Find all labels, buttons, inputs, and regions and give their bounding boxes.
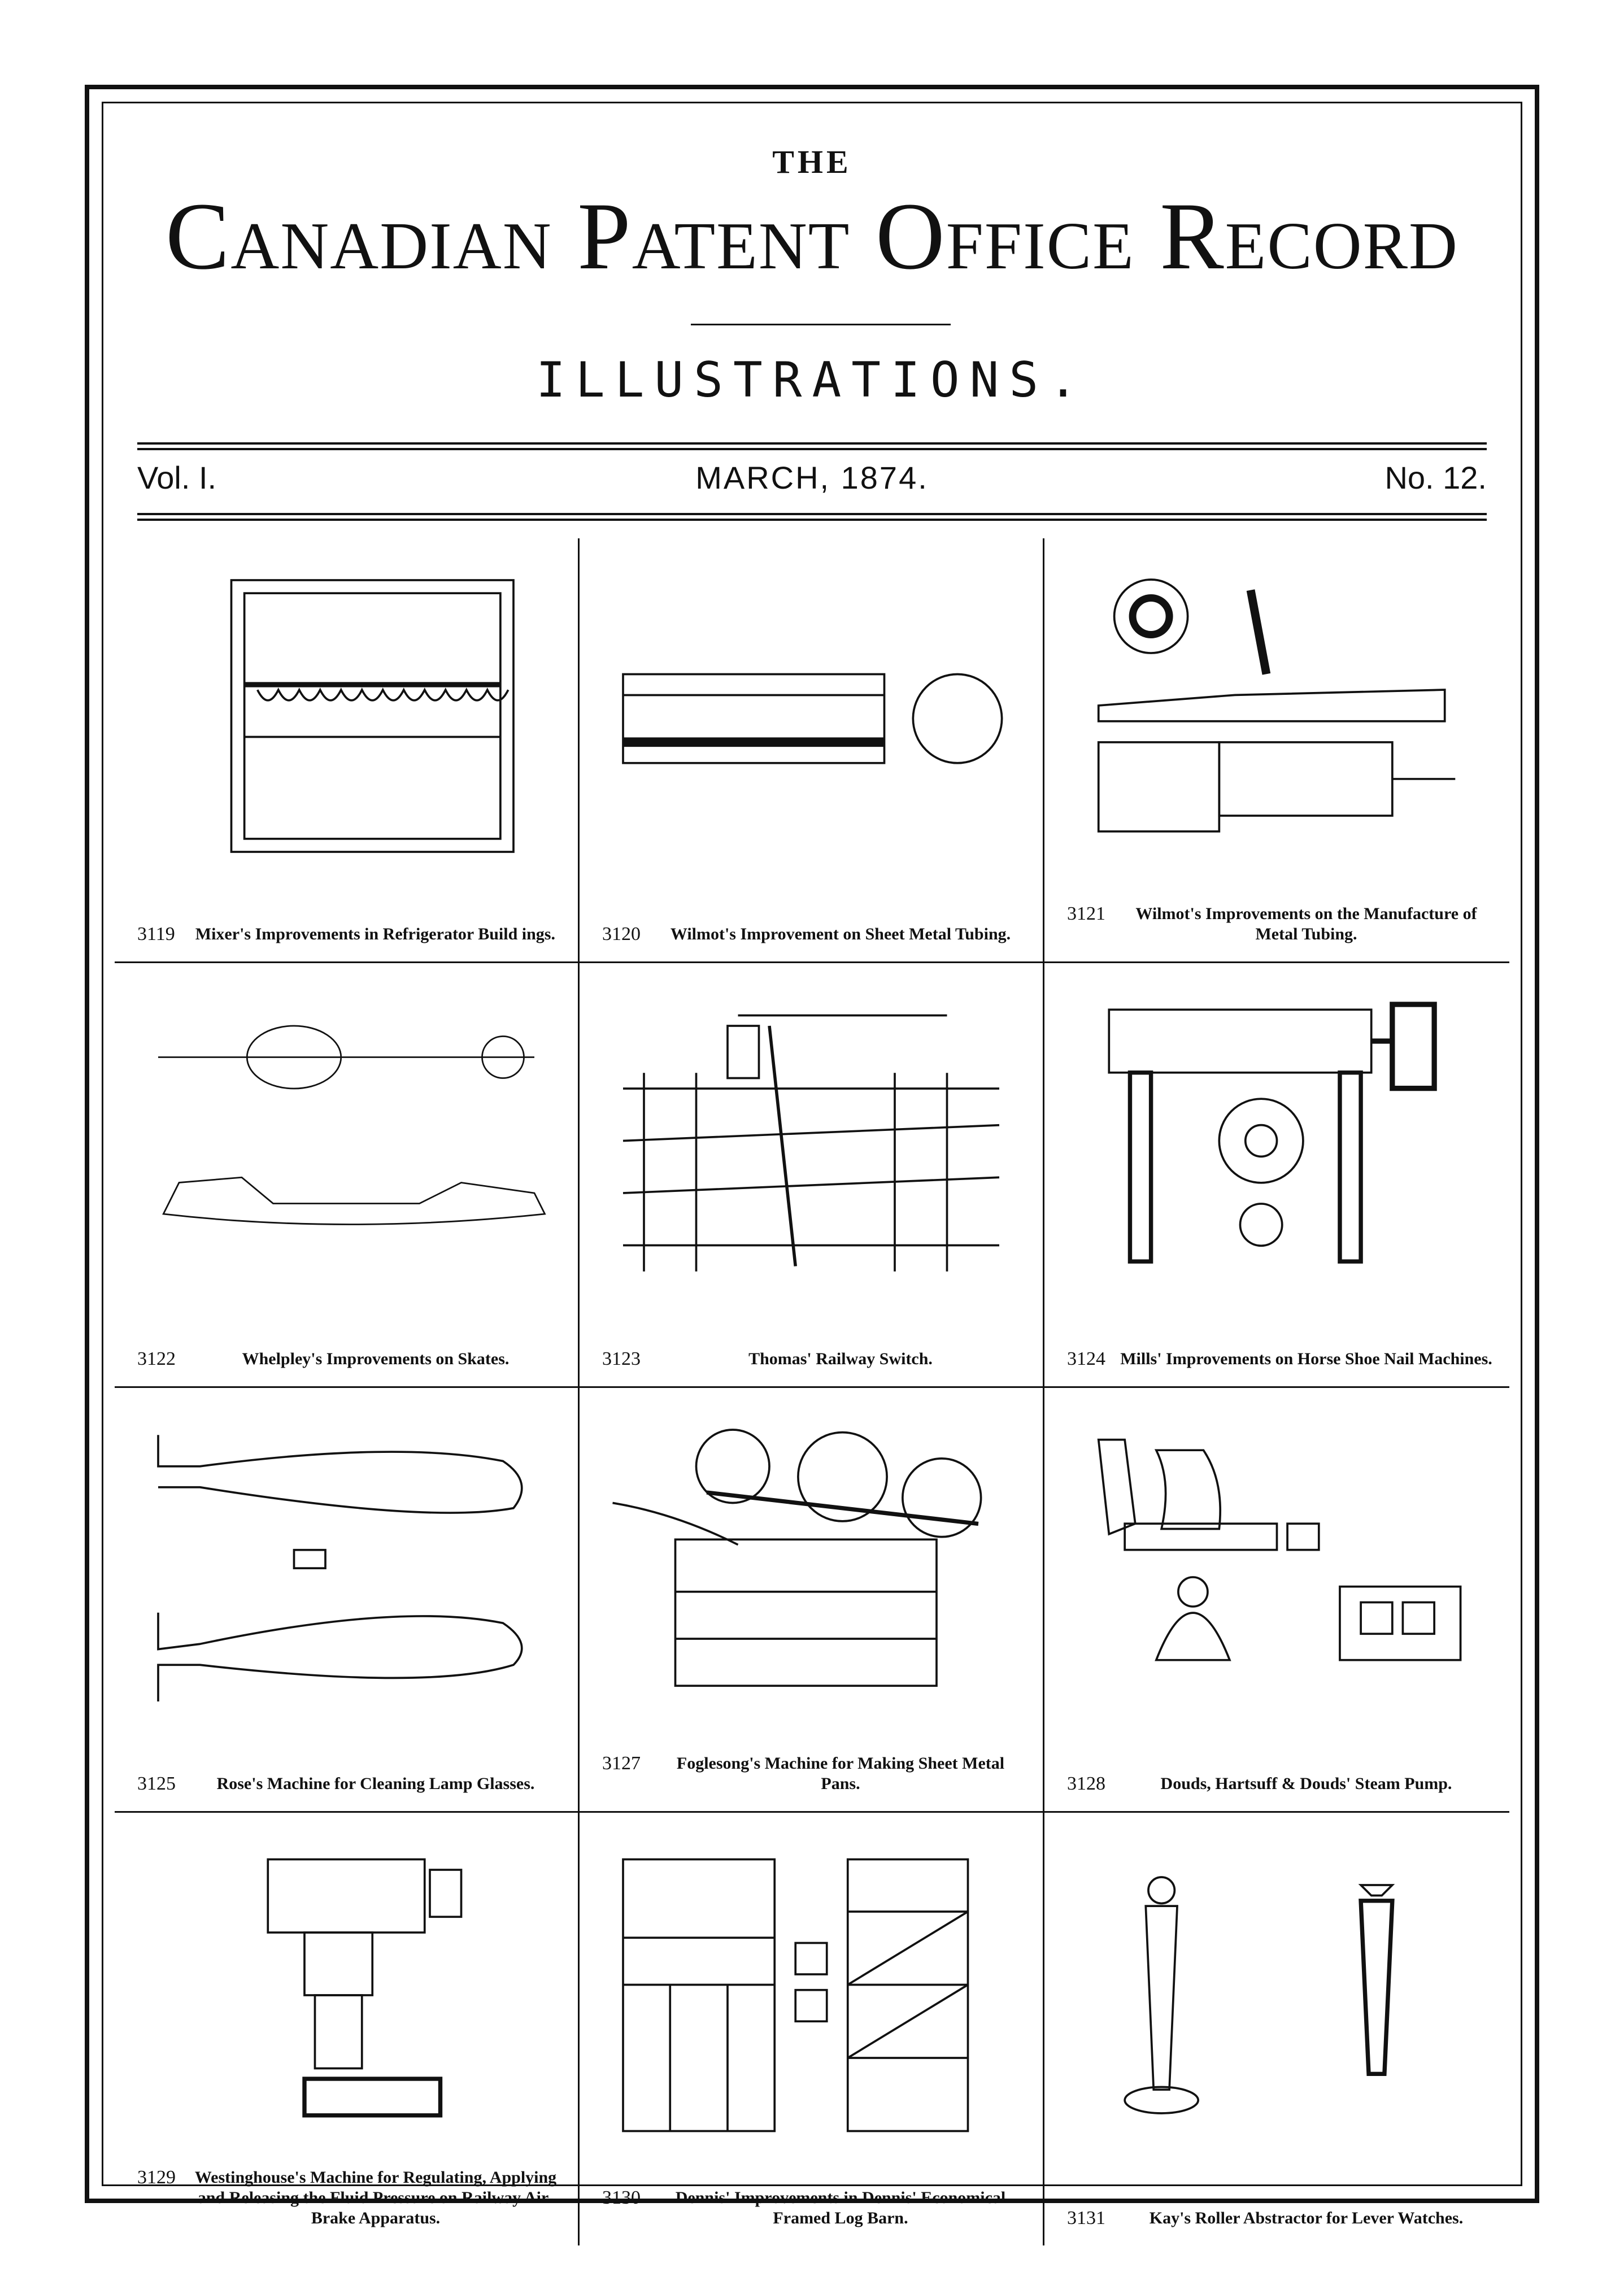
patent-number: 3125 [137,1773,176,1794]
patent-caption: Mixer's Improvements in Refrigerator Bui… [195,925,555,943]
patent-caption: Rose's Machine for Cleaning Lamp Glasses… [216,1774,535,1793]
patent-caption: Thomas' Railway Switch. [748,1350,933,1368]
title-rule [691,324,951,325]
page-frame: THE Canadian Patent Office Record ILLUST… [85,85,1539,2245]
patent-cell-3122: 3122 Whelpley's Improvements on Skates. [115,963,580,1388]
patent-caption: Wilmot's Improvements on the Manufacture… [1135,904,1477,943]
header-the: THE [772,143,852,180]
rule-bottom-2 [137,519,1487,521]
patent-caption: Whelpley's Improvements on Skates. [242,1350,510,1368]
patent-cell-3129: 3129 Westinghouse's Machine for Regulatin… [115,1813,580,2245]
rule-top [137,442,1487,445]
rule-bottom [137,513,1487,515]
patent-number: 3130 [602,2187,641,2208]
patent-number: 3131 [1067,2208,1105,2229]
patent-cell-3119: 3119 Mixer's Improvements in Refrigerator… [115,538,580,963]
sheet-metal-tubing-illustration [602,555,1020,877]
page-subtitle: ILLUSTRATIONS. [536,352,1088,408]
patent-cell-3128: 3128 Douds, Hartsuff & Douds' Steam Pump. [1044,1388,1509,1813]
patent-number: 3129 [137,2167,176,2188]
patent-cell-3124: 3124 Mills' Improvements on Horse Shoe Na… [1044,963,1509,1388]
roller-abstractor-illustration [1067,1830,1487,2161]
refrigerator-illustration [137,555,555,877]
patent-number: 3124 [1067,1348,1105,1369]
patent-cell-3125: 3125 Rose's Machine for Cleaning Lamp Gla… [115,1388,580,1813]
patent-cell-3121: 3121 Wilmot's Improvements on the Manufac… [1044,538,1509,963]
patent-number: 3122 [137,1348,176,1369]
issue-date: MARCH, 1874. [695,460,929,495]
railway-switch-illustration [602,980,1020,1302]
metal-tubing-machine-illustration [1067,555,1487,877]
issue-number: No. 12. [1384,460,1487,495]
rule-top-2 [137,448,1487,450]
patent-number: 3119 [137,924,175,945]
patent-caption: Kay's Roller Abstractor for Lever Watche… [1149,2209,1464,2227]
patent-number: 3128 [1067,1773,1105,1794]
page-title: Canadian Patent Office Record [166,183,1458,289]
patent-cell-3120: 3120 Wilmot's Improvement on Sheet Metal … [580,538,1044,963]
patent-caption: Douds, Hartsuff & Douds' Steam Pump. [1160,1774,1452,1793]
issue-volume: Vol. I. [137,460,217,495]
patent-cell-3131: 3131 Kay's Roller Abstractor for Lever Wa… [1044,1813,1509,2245]
patent-caption: Wilmot's Improvement on Sheet Metal Tubi… [670,925,1011,943]
lamp-glass-cleaner-illustration [137,1405,555,1726]
steam-pump-illustration [1067,1405,1487,1726]
patent-caption: Mills' Improvements on Horse Shoe Nail M… [1120,1350,1492,1368]
patent-number: 3127 [602,1753,641,1774]
patent-number: 3121 [1067,903,1105,924]
illustrations-grid: 3119 Mixer's Improvements in Refrigerator… [115,538,1509,2245]
horse-shoe-nail-machine-illustration [1067,980,1487,1302]
page-frame-inner: THE Canadian Patent Office Record ILLUST… [102,102,1522,2245]
patent-cell-3127: 3127 Foglesong's Machine for Making Sheet… [580,1388,1044,1813]
issue-line: Vol. I. MARCH, 1874. No. 12. [137,459,1487,499]
patent-caption: Dennis' Improvements in Dennis' Economic… [675,2188,1006,2227]
patent-cell-3130: 3130 Dennis' Improvements in Dennis' Econ… [580,1813,1044,2245]
log-barn-illustration [602,1830,1020,2161]
patent-cell-3123: 3123 Thomas' Railway Switch. [580,963,1044,1388]
patent-number: 3123 [602,1348,641,1369]
skates-illustration [137,980,555,1302]
patent-number: 3120 [602,924,641,945]
patent-caption: Westinghouse's Machine for Regulating, A… [194,2168,557,2227]
air-brake-apparatus-illustration [137,1830,555,2161]
patent-caption: Foglesong's Machine for Making Sheet Met… [676,1754,1005,1793]
sheet-metal-pan-machine-illustration [602,1405,1020,1726]
